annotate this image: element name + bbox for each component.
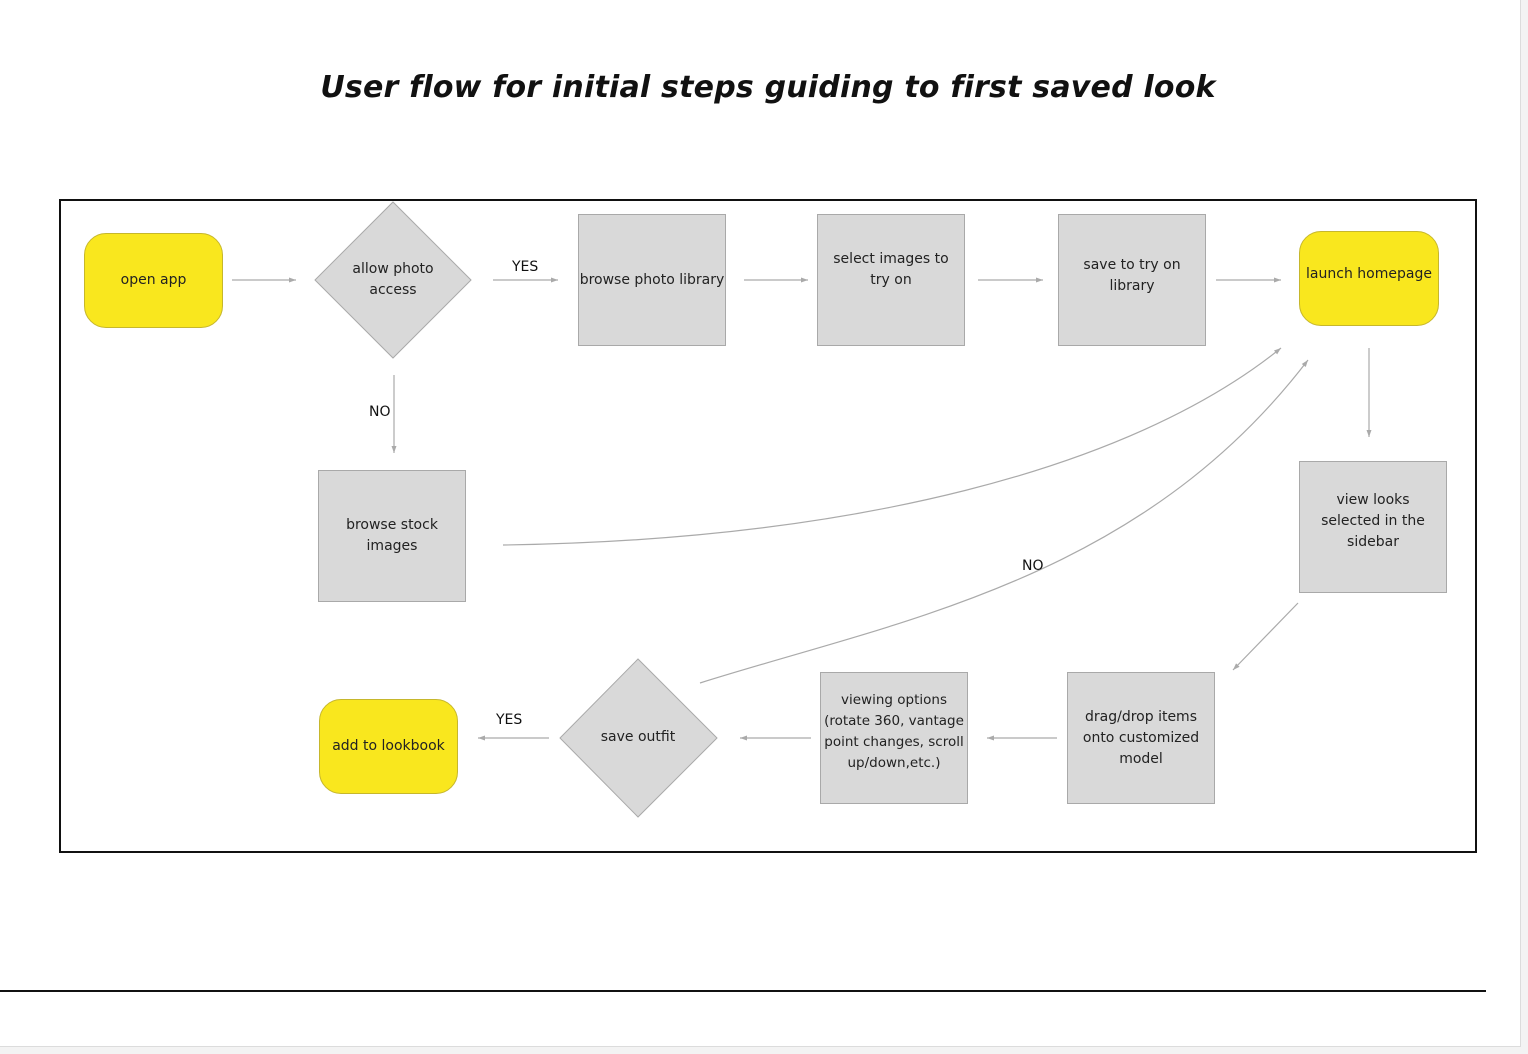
node-select-images: select images to try on bbox=[817, 214, 965, 346]
footer-divider bbox=[0, 990, 1486, 992]
node-view-looks: view looks selected in the sidebar bbox=[1299, 461, 1447, 593]
save-outfit-diamond bbox=[559, 658, 718, 818]
node-open-app-label: open app bbox=[120, 272, 187, 288]
edge-view-to-drag bbox=[1232, 602, 1299, 671]
edge-label-outfit-no: NO bbox=[1022, 558, 1044, 574]
node-save-to-library: save to try on library bbox=[1058, 214, 1206, 346]
node-save-outfit: save outfit bbox=[585, 726, 691, 748]
node-browse-stock-images-label: browse stock images bbox=[346, 517, 438, 554]
allow-photo-access-diamond bbox=[314, 201, 472, 359]
node-view-looks-label: view looks selected in the sidebar bbox=[1321, 491, 1425, 550]
edge-label-photo-no: NO bbox=[369, 404, 391, 420]
node-launch-homepage: launch homepage bbox=[1299, 231, 1439, 326]
node-browse-stock-images: browse stock images bbox=[318, 470, 466, 602]
node-viewing-options: viewing options (rotate 360, vantage poi… bbox=[820, 672, 968, 804]
edge-label-photo-yes: YES bbox=[512, 259, 539, 275]
node-allow-photo-access-label: allow photo access bbox=[352, 261, 434, 298]
node-drag-drop: drag/drop items onto customized model bbox=[1067, 672, 1215, 804]
node-allow-photo-access: allow photo access bbox=[335, 250, 451, 310]
edge-label-outfit-yes: YES bbox=[496, 712, 523, 728]
node-launch-homepage-label: launch homepage bbox=[1306, 266, 1432, 282]
node-browse-photo-library: browse photo library bbox=[578, 214, 726, 346]
node-save-to-library-label: save to try on library bbox=[1083, 257, 1181, 294]
node-drag-drop-label: drag/drop items onto customized model bbox=[1082, 708, 1200, 767]
node-add-to-lookbook-label: add to lookbook bbox=[332, 738, 445, 754]
node-save-outfit-label: save outfit bbox=[600, 728, 676, 745]
node-browse-photo-library-label: browse photo library bbox=[579, 271, 725, 288]
node-open-app: open app bbox=[84, 233, 223, 328]
node-add-to-lookbook: add to lookbook bbox=[319, 699, 458, 794]
diagram-frame bbox=[59, 199, 1477, 853]
node-viewing-options-label: viewing options (rotate 360, vantage poi… bbox=[824, 692, 964, 771]
node-select-images-label: select images to try on bbox=[833, 251, 949, 288]
edge-outfit-no bbox=[699, 359, 1309, 684]
diagram-title: User flow for initial steps guiding to f… bbox=[320, 70, 1216, 105]
edge-stock-to-launch bbox=[502, 347, 1282, 546]
